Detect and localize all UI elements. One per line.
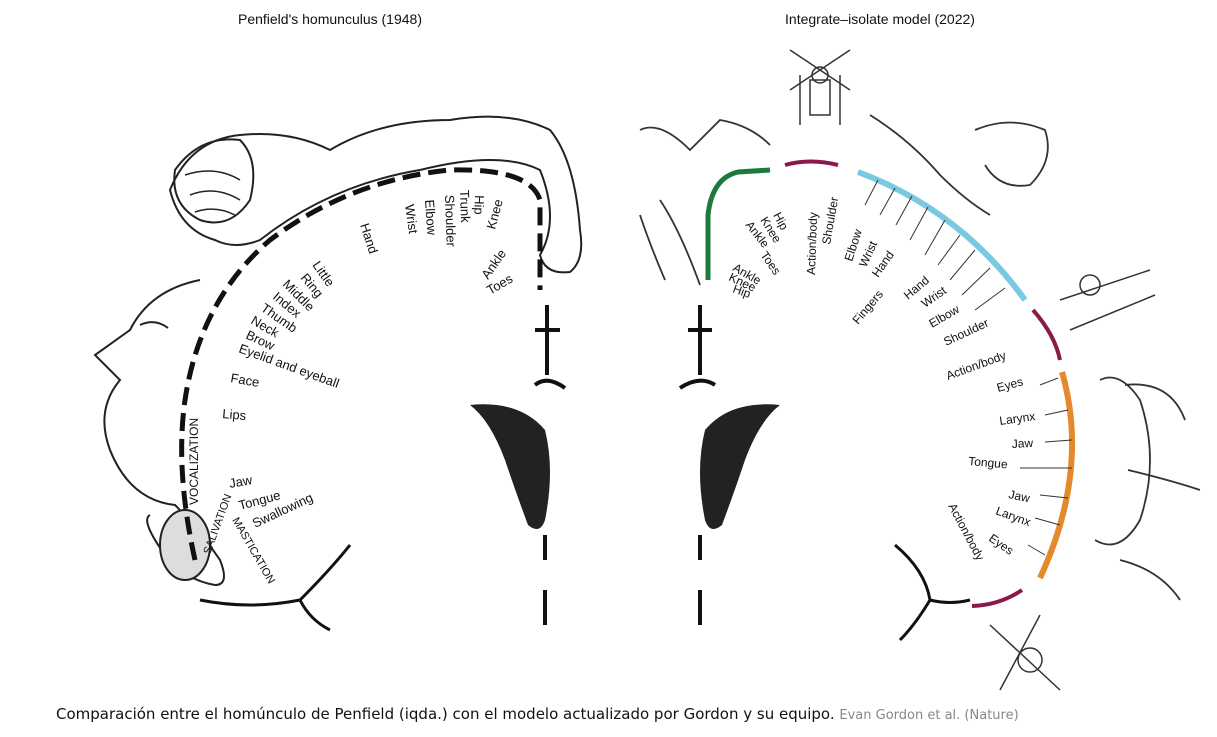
caption-credit: Evan Gordon et al. (Nature) (839, 708, 1019, 723)
penfield-body-drawing (168, 115, 583, 274)
r-label-larynx-1: Larynx (998, 409, 1036, 428)
r-label-action-top: Action/body (804, 212, 820, 275)
face-sketch (1094, 376, 1201, 601)
r-label-action-bottom: Action/body (945, 501, 987, 563)
label-hand: Hand (357, 221, 381, 255)
action-arc-bottom (971, 588, 1024, 608)
marionette-mid-sketch (1059, 269, 1156, 331)
label-jaw: Jaw (228, 472, 254, 491)
r-label-shoulder-1: Shoulder (819, 196, 841, 246)
arm-arc (856, 169, 1028, 302)
integrate-isolate-panel: Integrate–isolate model (2022) Hip Knee … (639, 11, 1201, 691)
face-arc (1037, 371, 1075, 580)
penfield-hand-drawing (173, 138, 255, 224)
label-lips: Lips (222, 406, 248, 423)
marionette-top-sketch (789, 49, 851, 125)
r-label-eyes-2: Eyes (986, 531, 1016, 558)
r-label-action-mid: Action/body (944, 348, 1008, 383)
penfield-title: Penfield's homunculus (1948) (238, 11, 422, 27)
leg-sketch (639, 119, 771, 286)
r-label-jaw-1: Jaw (1011, 436, 1033, 451)
r-label-larynx-2: Larynx (994, 504, 1033, 529)
r-label-hip-bottom: Hip (731, 282, 753, 301)
label-hip: Hip (471, 195, 487, 215)
leader-lines (864, 179, 1073, 556)
r-label-tongue: Tongue (968, 454, 1009, 471)
action-arc-top (784, 159, 839, 167)
figure-caption: Comparación entre el homúnculo de Penfie… (56, 705, 1019, 723)
r-label-jaw-2: Jaw (1007, 487, 1031, 505)
label-vocalization: VOCALIZATION (187, 418, 201, 505)
label-face: Face (229, 370, 260, 390)
leg-arc (705, 167, 771, 280)
label-salivation: SALIVATION (202, 493, 235, 557)
penfield-cortex-arc (179, 167, 543, 561)
caption-text: Comparación entre el homúnculo de Penfie… (56, 705, 835, 723)
penfield-panel: Penfield's homunculus (1948) Hand Wrist … (93, 11, 583, 632)
action-arc-mid (1031, 308, 1062, 361)
label-elbow: Elbow (422, 199, 439, 236)
arm-hand-sketch (869, 114, 1049, 216)
integrate-isolate-title: Integrate–isolate model (2022) (785, 11, 975, 27)
marionette-bottom-sketch (989, 614, 1061, 691)
label-wrist: Wrist (402, 203, 421, 235)
label-shoulder: Shoulder (442, 195, 459, 248)
label-trunk: Trunk (457, 190, 473, 224)
r-label-eyes-1: Eyes (995, 374, 1024, 394)
r-label-fingers: Fingers (850, 287, 886, 327)
